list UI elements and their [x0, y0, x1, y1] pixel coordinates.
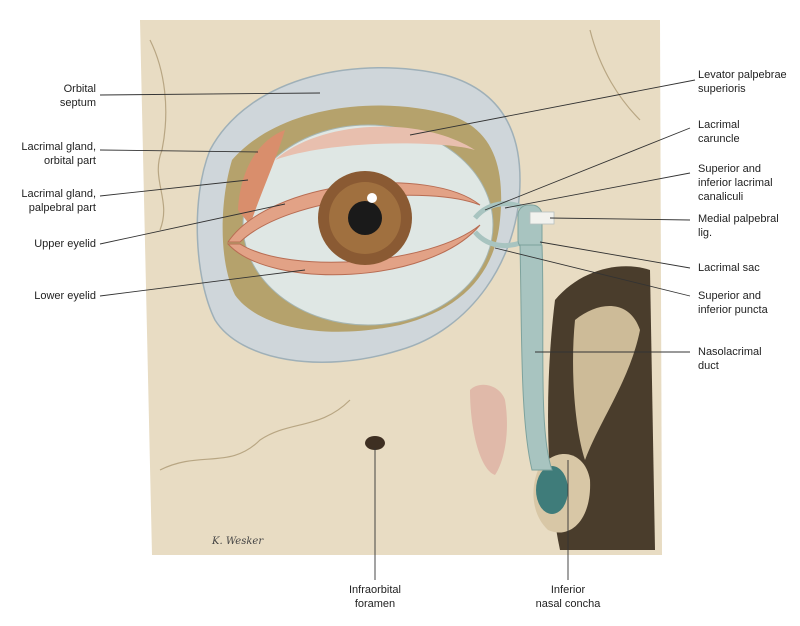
- lacrimal-gland: [238, 130, 285, 225]
- label-lacrimal-sac: Lacrimal sac: [698, 262, 760, 274]
- leader-lines: [99, 79, 696, 580]
- artist-signature: K. Wesker: [212, 536, 264, 547]
- concha-teal-region: [536, 466, 568, 514]
- pupil-highlight: [367, 193, 377, 203]
- leader-upper-eyelid: [99, 203, 286, 245]
- leader-levator: [409, 79, 696, 136]
- pupil: [348, 201, 382, 235]
- label-lacrimal-gland-palpebral: Lacrimal gland,palpebral part: [21, 188, 96, 214]
- leader-canaliculi: [504, 172, 691, 209]
- leader-lacrimal-gland-orbital: [99, 149, 259, 153]
- levator-muscle: [275, 126, 475, 160]
- leader-lacrimal-sac: [539, 241, 691, 269]
- leader-lacrimal-caruncle: [484, 127, 691, 211]
- lower-eyelid-shape: [226, 224, 481, 276]
- bone-suture-right: [589, 29, 641, 121]
- infraorbital-foramen-hole: [365, 436, 385, 450]
- label-lacrimal-gland-orbital: Lacrimal gland,orbital part: [21, 141, 96, 167]
- label-lower-eyelid: Lower eyelid: [34, 290, 96, 302]
- leader-lacrimal-gland-palpebral: [99, 179, 249, 197]
- leader-lower-eyelid: [99, 269, 306, 297]
- leader-medial-palpebral: [549, 217, 691, 221]
- nasal-bone-ridge: [573, 306, 640, 460]
- bone-suture-left: [149, 39, 167, 231]
- bone-suture-lower: [159, 399, 351, 471]
- label-upper-eyelid: Upper eyelid: [34, 238, 96, 250]
- leader-puncta: [494, 247, 691, 297]
- maxillary-soft-tissue: [470, 384, 507, 475]
- leader-orbital-septum: [99, 92, 321, 96]
- nasolacrimal-duct-shape: [519, 244, 553, 471]
